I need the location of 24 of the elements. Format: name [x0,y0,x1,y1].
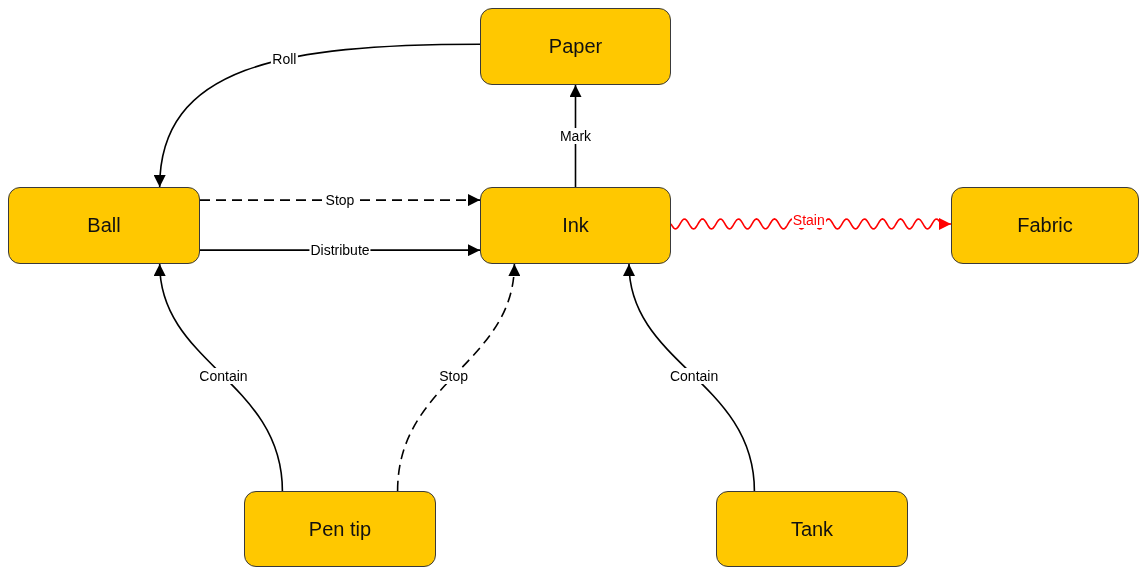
process-box [8,187,200,264]
arrow [154,263,284,492]
arrow [670,217,952,230]
edge-label: Stain [791,211,826,228]
arrow [154,43,481,188]
node-label: Pen tip [308,517,372,541]
node-label: Paper [548,35,603,58]
edge-label: Contain [198,368,249,385]
arrow [199,194,481,207]
process-box [480,187,671,264]
edge-label: Stop [324,192,356,209]
process-box [716,491,908,567]
process-box [480,8,671,85]
edge-label: Contain [669,368,720,385]
node-label: Ink [562,214,589,237]
node-label: Fabric [1017,214,1073,237]
arrow [396,263,520,492]
process-box [951,187,1139,264]
edge-label: Mark [558,128,593,144]
edge-label: Stop [438,368,469,385]
node-label: Ball [87,214,121,237]
process-box [244,491,436,567]
node-label: Tank [790,517,834,541]
arrow [624,263,756,492]
